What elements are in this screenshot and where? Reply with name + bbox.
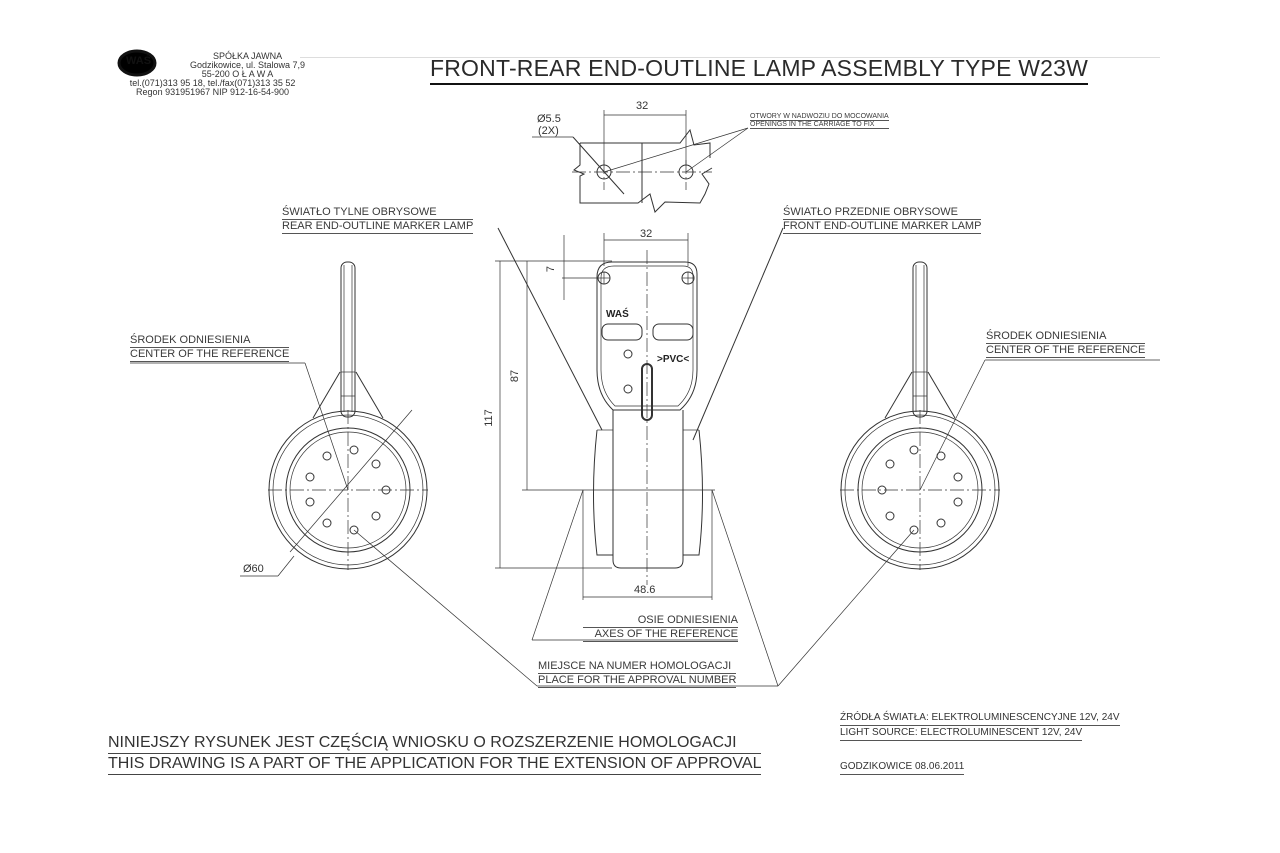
axes-reference-en: AXES OF THE REFERENCE bbox=[583, 628, 738, 642]
center-side-view bbox=[495, 227, 784, 687]
bracket-brand-mark: WAŚ bbox=[606, 309, 629, 320]
light-source-pl: ŹRÓDŁA ŚWIATŁA: ELEKTROLUMINESCENCYJNE 1… bbox=[840, 711, 1120, 726]
mounting-holes-note-en: OPENINGS IN THE CARRIAGE TO FIX bbox=[750, 121, 889, 129]
center-ref-right-en: CENTER OF THE REFERENCE bbox=[986, 344, 1146, 358]
axes-reference-pl: OSIE ODNIESIENIA bbox=[583, 614, 738, 628]
bracket-material-mark: >PVC< bbox=[657, 354, 690, 365]
approval-number-pl: MIEJSCE NA NUMER HOMOLOGACJI bbox=[538, 660, 737, 674]
front-lamp-label-en: FRONT END-OUTLINE MARKER LAMP bbox=[783, 220, 982, 234]
top-border-line bbox=[300, 57, 1160, 58]
place-date: GODZIKOWICE 08.06.2011 bbox=[840, 760, 965, 775]
rear-lamp-label: ŚWIATŁO TYLNE OBRYSOWE REAR END-OUTLINE … bbox=[282, 206, 474, 234]
hole-offset-dim: 7 bbox=[545, 265, 558, 273]
total-height-dim: 117 bbox=[482, 409, 495, 427]
application-statement-en: THIS DRAWING IS A PART OF THE APPLICATIO… bbox=[108, 754, 762, 775]
company-logo-text: WAŚ bbox=[126, 55, 152, 67]
lamp-diameter-dim: Ø60 bbox=[243, 563, 264, 575]
center-reference-left-label: ŚRODEK ODNIESIENIA CENTER OF THE REFEREN… bbox=[130, 334, 290, 362]
hole-count-dim: (2X) bbox=[538, 125, 559, 137]
center-ref-left-pl: ŚRODEK ODNIESIENIA bbox=[130, 334, 290, 348]
hole-spacing-dim: 32 bbox=[636, 100, 649, 112]
rear-lamp-label-en: REAR END-OUTLINE MARKER LAMP bbox=[282, 220, 474, 234]
axes-reference-label: OSIE ODNIESIENIA AXES OF THE REFERENCE bbox=[583, 614, 738, 642]
company-registration: Regon 931951967 NIP 912-16-54-900 bbox=[136, 87, 290, 97]
company-phone: tel.(071)313 95 18, tel./fax(071)313 35 … bbox=[129, 78, 296, 88]
center-reference-right-label: ŚRODEK ODNIESIENIA CENTER OF THE REFEREN… bbox=[986, 330, 1146, 358]
light-source-en: LIGHT SOURCE: ELECTROLUMINESCENT 12V, 24… bbox=[840, 726, 1083, 741]
approval-number-en: PLACE FOR THE APPROVAL NUMBER bbox=[538, 674, 737, 688]
place-date-text: GODZIKOWICE 08.06.2011 bbox=[840, 760, 965, 775]
application-statement: NINIEJSZY RYSUNEK JEST CZĘŚCIĄ WNIOSKU O… bbox=[108, 733, 762, 775]
mounting-holes-note: OTWORY W NADWOZIU DO MOCOWANIA OPENINGS … bbox=[750, 113, 889, 129]
height-to-axis-dim: 87 bbox=[509, 369, 522, 383]
front-lamp-label: ŚWIATŁO PRZEDNIE OBRYSOWE FRONT END-OUTL… bbox=[783, 206, 982, 234]
hole-diameter-dim: Ø5.5 bbox=[537, 113, 561, 125]
lamp-width-dim: 48.6 bbox=[634, 584, 656, 596]
mounting-holes-note-pl: OTWORY W NADWOZIU DO MOCOWANIA bbox=[750, 113, 889, 121]
company-city: 55-200 O Ł A W A bbox=[201, 69, 274, 79]
application-statement-pl: NINIEJSZY RYSUNEK JEST CZĘŚCIĄ WNIOSKU O… bbox=[108, 733, 762, 754]
drawing-title: FRONT-REAR END-OUTLINE LAMP ASSEMBLY TYP… bbox=[430, 55, 1089, 85]
left-lamp-view bbox=[130, 261, 538, 687]
rear-lamp-label-pl: ŚWIATŁO TYLNE OBRYSOWE bbox=[282, 206, 474, 220]
company-logo-icon bbox=[117, 49, 157, 77]
center-ref-left-en: CENTER OF THE REFERENCE bbox=[130, 348, 290, 362]
mounting-hole-detail bbox=[532, 110, 749, 213]
approval-number-label: MIEJSCE NA NUMER HOMOLOGACJI PLACE FOR T… bbox=[538, 660, 737, 688]
center-ref-right-pl: ŚRODEK ODNIESIENIA bbox=[986, 330, 1146, 344]
front-lamp-label-pl: ŚWIATŁO PRZEDNIE OBRYSOWE bbox=[783, 206, 982, 220]
light-source-note: ŹRÓDŁA ŚWIATŁA: ELEKTROLUMINESCENCYJNE 1… bbox=[840, 711, 1120, 741]
company-info: SPÓŁKA JAWNA Godzikowice, ul. Stalowa 7,… bbox=[120, 52, 305, 97]
right-lamp-view bbox=[777, 261, 1160, 687]
company-address: Godzikowice, ul. Stalowa 7,9 bbox=[190, 60, 306, 70]
company-name: SPÓŁKA JAWNA bbox=[212, 51, 283, 61]
bracket-width-dim: 32 bbox=[640, 228, 653, 240]
